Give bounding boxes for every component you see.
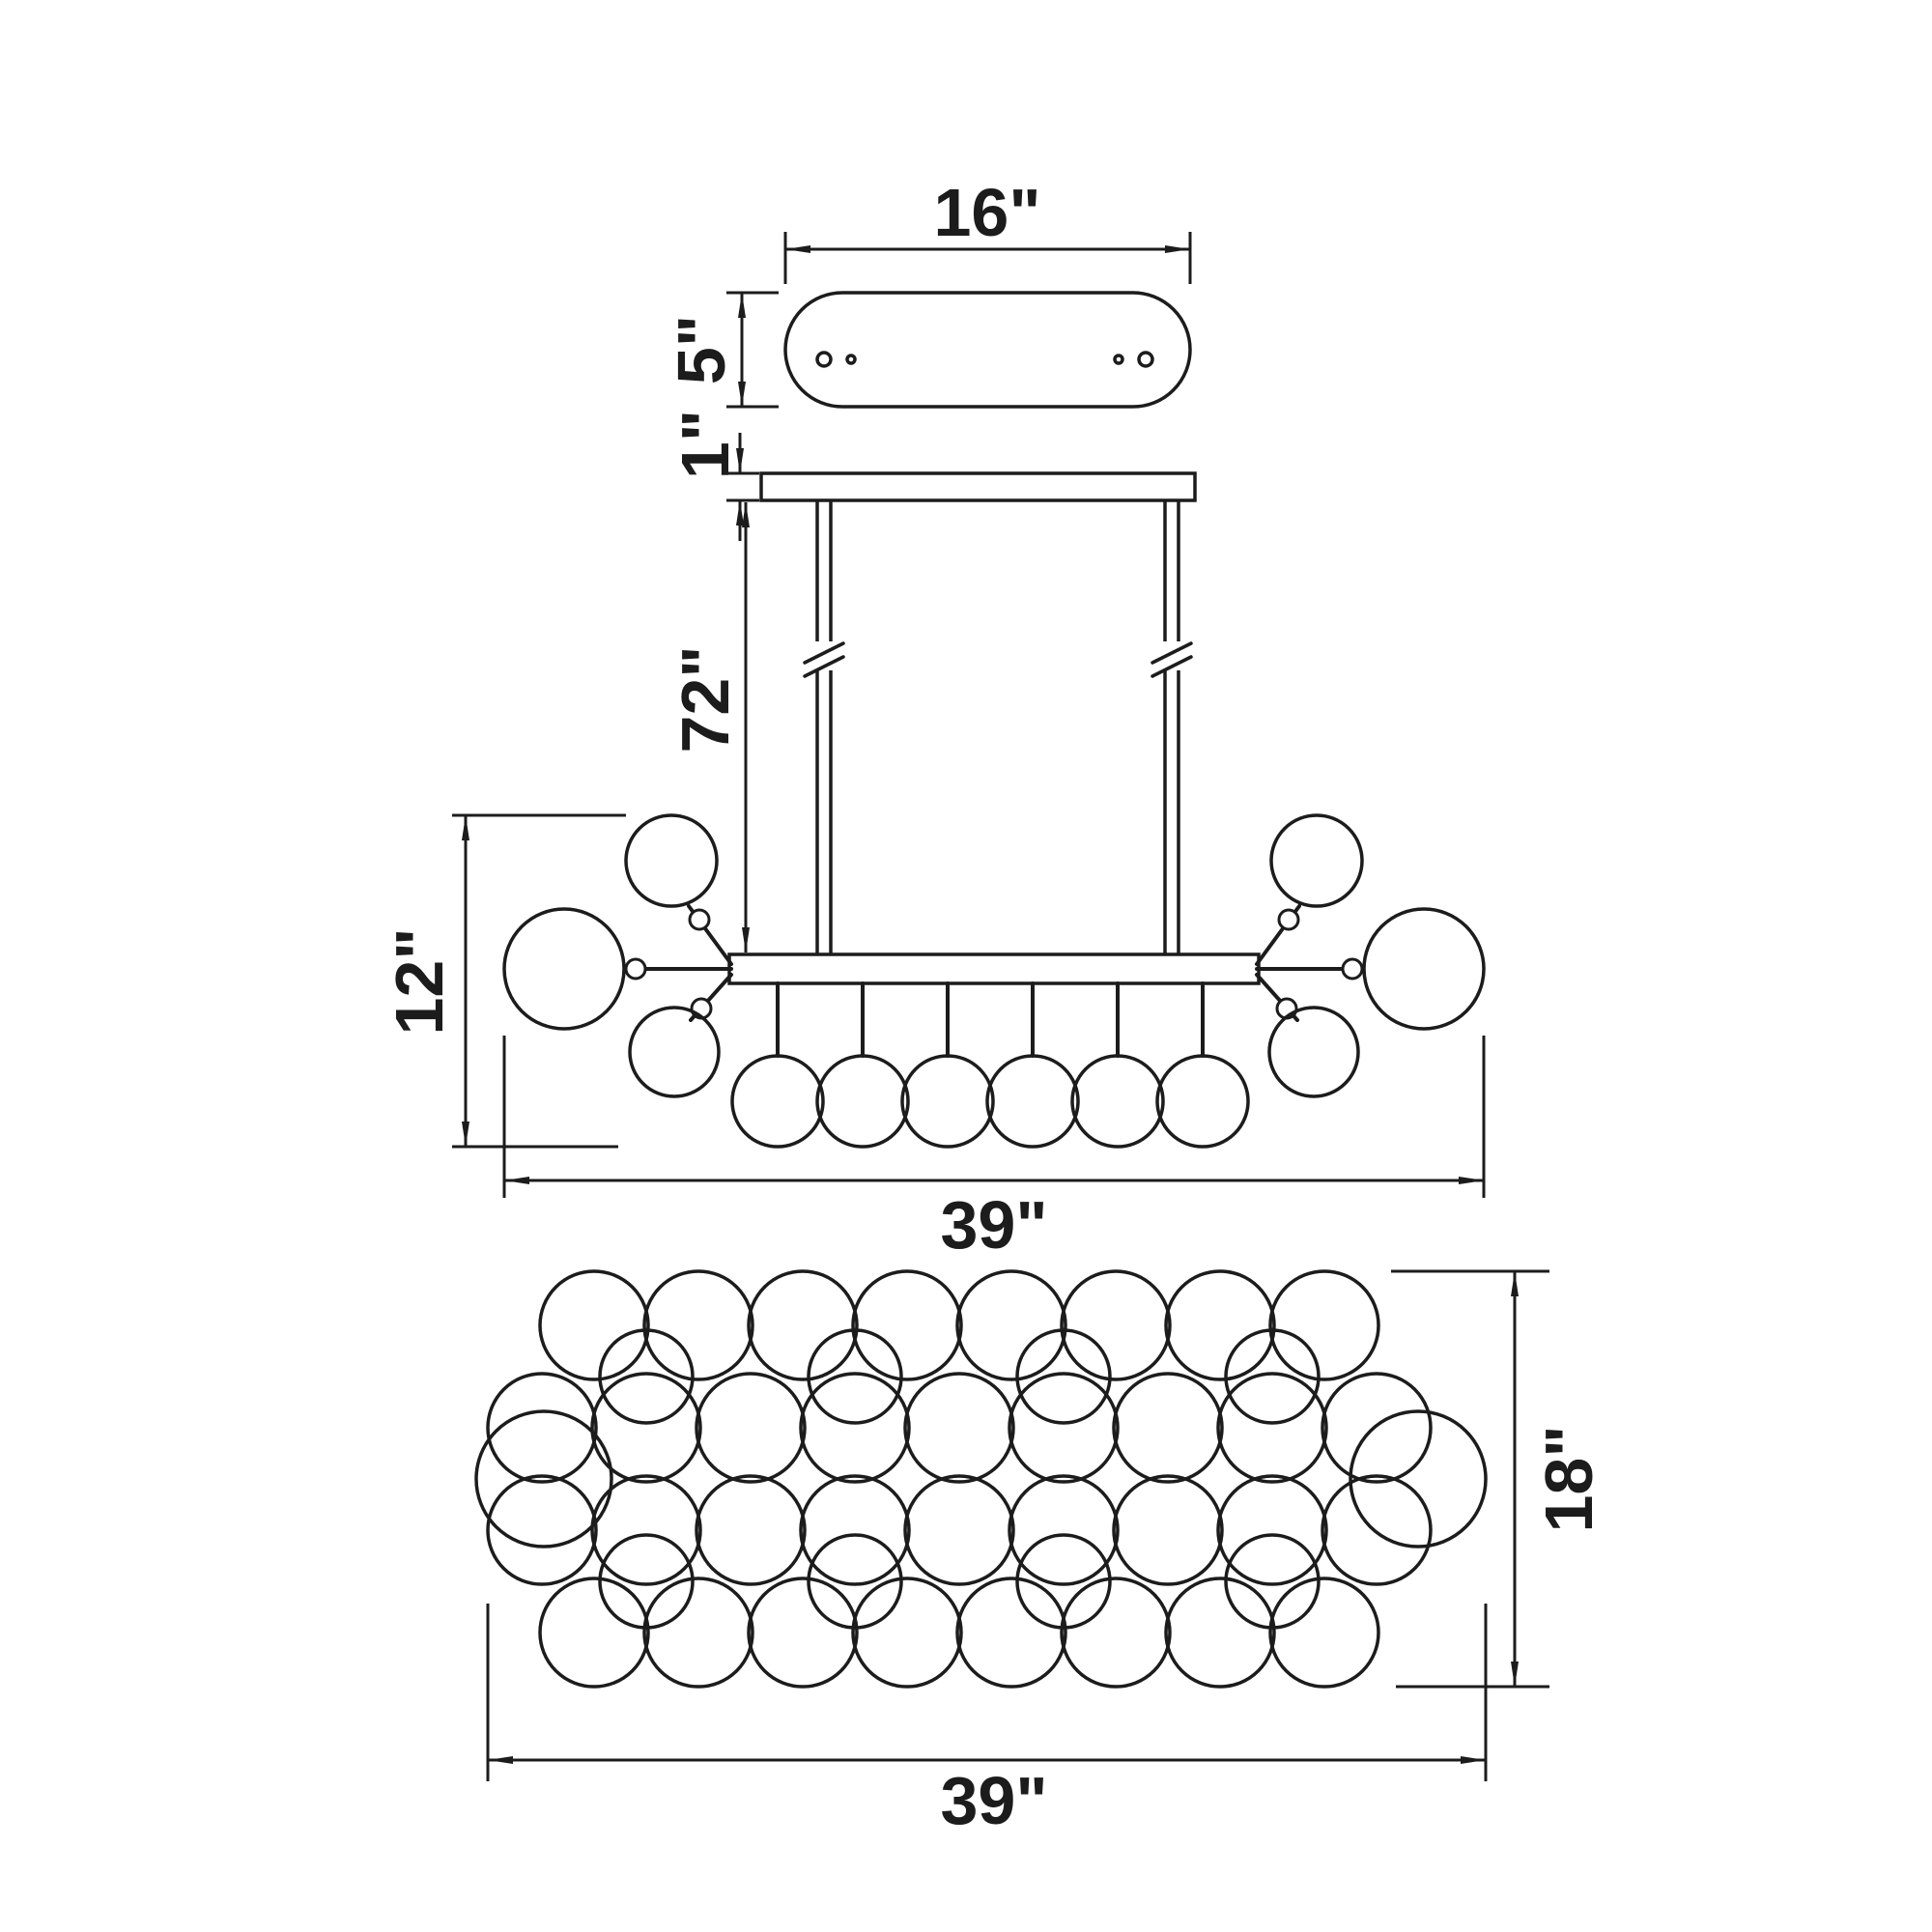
globe-circle-large [1362, 907, 1486, 1031]
globe-circle [695, 1372, 807, 1484]
canopy-mounting-hole [1113, 354, 1124, 365]
globe-circle [1224, 1533, 1321, 1630]
globe-circle [1349, 1409, 1488, 1548]
front-row-globes [730, 981, 1250, 1149]
globe-circle [628, 1006, 721, 1098]
globe-circle [799, 1474, 911, 1586]
globe-circle [851, 1577, 963, 1689]
globe-circle [598, 1328, 695, 1425]
globe-circle [1015, 1328, 1112, 1425]
mounting-bar-outline [759, 471, 1197, 502]
globe-cluster-right [1255, 813, 1486, 1098]
globe-circle [642, 1269, 754, 1381]
dim-label-top-view-width: 39" [940, 1763, 1047, 1838]
fixture-body-front-view [502, 813, 1486, 1149]
globe-circle [1224, 1328, 1321, 1425]
globe-circle [903, 1372, 1015, 1484]
globe-circle [1015, 1533, 1112, 1630]
globe-circle [1008, 1372, 1120, 1484]
globe-circle [598, 1533, 695, 1630]
globe-circle [985, 1054, 1080, 1149]
globe-circle [730, 1054, 825, 1149]
globe-circle [900, 1054, 995, 1149]
canopy-mounting-hole [815, 351, 833, 368]
globe-circle [642, 1577, 754, 1689]
globe-circle [538, 1577, 650, 1689]
globe-circle [807, 1328, 903, 1425]
mounting-bar [759, 471, 1197, 502]
dim-label-rod-length: 72" [668, 645, 743, 753]
canopy-mounting-hole [845, 354, 857, 365]
dim-label-canopy-width: 16" [933, 175, 1040, 250]
globe-circle [1112, 1474, 1224, 1586]
dim-top-view-width: 39" [486, 1604, 1488, 1838]
arm-joint [1341, 957, 1364, 980]
dim-rod-length: 72" [668, 502, 750, 952]
globe-circle [1268, 1269, 1380, 1381]
globe-circle [695, 1474, 807, 1586]
globe-circle [1060, 1269, 1172, 1381]
canopy-mounting-hole [1137, 351, 1154, 368]
globe-circle [1164, 1269, 1276, 1381]
rod-break-mark [1151, 641, 1193, 665]
dim-bar-thickness: 1" [668, 410, 759, 541]
globe-cluster-left [502, 813, 733, 1098]
globe-circle [590, 1474, 702, 1586]
globe-circle [538, 1269, 650, 1381]
globe-circle [1060, 1577, 1172, 1689]
body-bar-outline [727, 952, 1261, 985]
globe-circle [851, 1269, 963, 1381]
globe-circle [1216, 1372, 1328, 1484]
globe-circle [1216, 1474, 1328, 1586]
top-view-globes [474, 1269, 1488, 1689]
dim-label-canopy-height: 5" [664, 315, 739, 384]
dim-label-top-view-depth: 18" [1531, 1425, 1606, 1532]
globe-circle [624, 813, 719, 908]
globe-circle [747, 1269, 859, 1381]
dim-body-width: 39" [502, 1036, 1486, 1263]
globe-circle [747, 1577, 859, 1689]
arm-joint [624, 957, 647, 980]
globe-circle [1155, 1054, 1250, 1149]
globe-circle [955, 1577, 1067, 1689]
dim-label-bar-thickness: 1" [668, 410, 743, 479]
globe-circle [1268, 1577, 1380, 1689]
canopy-plate-outline [783, 291, 1192, 409]
rod-break-mark [803, 641, 845, 665]
globe-circle [486, 1474, 598, 1586]
globe-circle [1070, 1054, 1165, 1149]
globe-circle [815, 1054, 910, 1149]
globe-circle [955, 1269, 1067, 1381]
arm-joint [688, 908, 711, 931]
globe-circle-large [502, 907, 626, 1031]
globe-circle [807, 1533, 903, 1630]
globe-circle [590, 1372, 702, 1484]
dim-canopy-height: 5" [664, 291, 779, 409]
globe-circle [1112, 1372, 1224, 1484]
dim-canopy-width: 16" [783, 175, 1192, 284]
globe-circle [1008, 1474, 1120, 1586]
globe-circle [1269, 813, 1364, 908]
globe-circle [903, 1474, 1015, 1586]
globe-circle [474, 1409, 613, 1548]
dim-body-height: 12" [382, 813, 626, 1149]
dim-label-body-width: 39" [940, 1187, 1047, 1263]
globe-circle [1321, 1372, 1433, 1484]
canopy-front-view [783, 291, 1192, 409]
globe-circle [799, 1372, 911, 1484]
rod-break-mark [1151, 655, 1193, 678]
dim-label-body-height: 12" [382, 927, 457, 1035]
arm-joint [1277, 908, 1300, 931]
rod-break-mark [803, 655, 845, 678]
dim-top-view-depth: 18" [1391, 1269, 1606, 1689]
globe-circle [486, 1372, 598, 1484]
hanging-rods [803, 500, 1193, 954]
globe-circle [1164, 1577, 1276, 1689]
globe-circle [1321, 1474, 1433, 1586]
globe-circle [1267, 1006, 1360, 1098]
